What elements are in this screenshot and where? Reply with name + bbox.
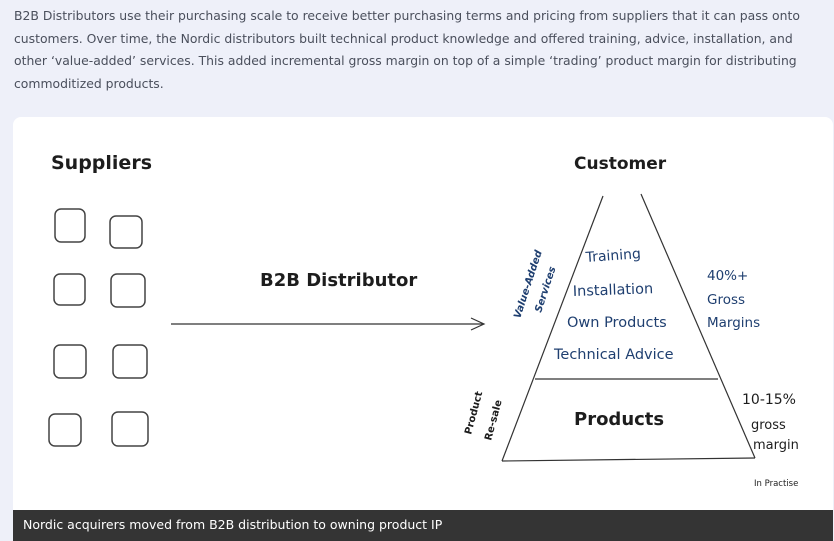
services-margin-margins: Margins [707,315,760,331]
products-label: Products [574,409,664,430]
products-margin-margin: margin [753,438,799,453]
products-margin-percent: 10-15% [742,392,796,408]
resale-label: Re-sale [483,399,504,442]
supplier-box [54,208,86,243]
diagram-card: Suppliers B2B Distributor Customer [13,117,833,541]
customer-label: Customer [574,154,667,174]
supplier-box [112,344,148,379]
supplier-box [110,273,146,308]
distributor-label: B2B Distributor [260,270,417,291]
product-label: Product [463,390,485,436]
service-installation: Installation [573,281,654,300]
products-margin-gross: gross [751,418,786,433]
supplier-box [111,411,149,447]
in-practise-note: In Practise [754,479,798,489]
service-own-products: Own Products [567,315,667,331]
intro-paragraph: B2B Distributors use their purchasing sc… [14,8,800,91]
supplier-box [109,215,143,249]
services-margin-percent: 40%+ [707,268,748,284]
caption-text: Nordic acquirers moved from B2B distribu… [23,517,443,532]
distribution-diagram: Suppliers B2B Distributor Customer [48,152,799,489]
supplier-boxes [48,208,149,447]
supplier-box [53,273,86,306]
service-technical-advice: Technical Advice [553,347,674,363]
services-margin-gross: Gross [707,292,745,308]
service-training: Training [584,246,641,266]
supplier-box [53,344,87,379]
supplier-box [48,413,82,447]
suppliers-label: Suppliers [51,152,152,174]
caption-bar: Nordic acquirers moved from B2B distribu… [13,510,833,541]
distribution-arrow [171,317,486,331]
value-pyramid [501,193,756,462]
